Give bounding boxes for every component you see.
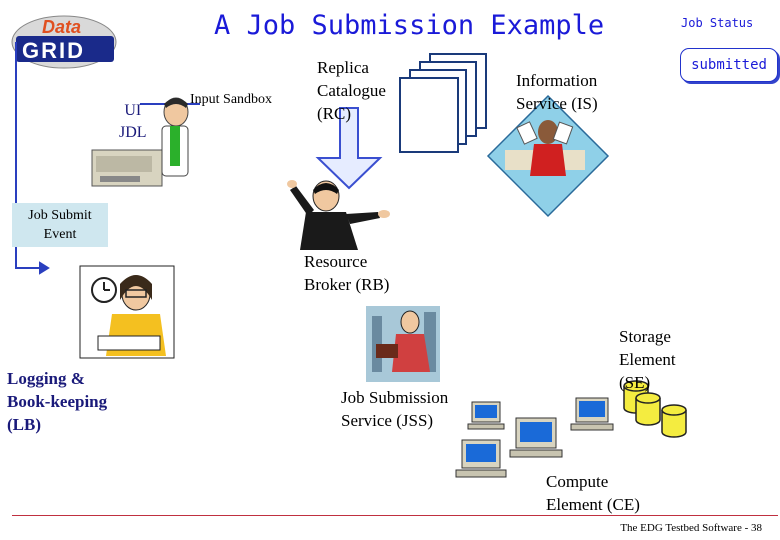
compute-element-computers-icon (455, 397, 614, 478)
storage-element-label: Storage Element (SE) (619, 325, 676, 394)
footer-text: The EDG Testbed Software - 38 (620, 522, 762, 534)
ui-label-line1: UI (124, 102, 142, 119)
is-label-line1: Information (516, 71, 598, 90)
rb-label-line2: Broker (RB) (304, 275, 390, 294)
se-label-line1: Storage (619, 327, 671, 346)
jss-label-line1: Job Submission (341, 388, 449, 407)
ce-label-line2: Element (CE) (546, 495, 640, 514)
resource-broker-icon (287, 180, 390, 250)
ui-to-logging-connector (15, 42, 40, 269)
input-sandbox-label: Input Sandbox (190, 92, 273, 107)
ce-label-line1: Compute (546, 472, 609, 491)
job-status-value: submitted (691, 57, 767, 73)
rc-label-line1: Replica (317, 58, 369, 77)
jss-label-line2: Service (JSS) (341, 411, 434, 430)
event-label-line1: Job Submit (28, 208, 92, 223)
logging-bookkeeping-icon (79, 265, 175, 359)
replica-catalogue-documents-icon (399, 53, 487, 153)
se-label-line3: (SE) (619, 373, 651, 392)
logging-arrowhead (39, 261, 50, 275)
job-status-badge: submitted (680, 48, 778, 82)
logo-bottom-text: GRID (22, 38, 85, 63)
rc-to-rb-arrow (315, 107, 383, 190)
rc-label-line3: (RC) (317, 104, 351, 123)
resource-broker-label: Resource Broker (RB) (304, 250, 389, 296)
ui-user-computer-icon (91, 97, 189, 187)
ui-node-label: UI JDL (119, 100, 147, 144)
datagrid-logo-icon: Data GRID (11, 15, 117, 69)
logo-top-text: Data (42, 17, 81, 37)
event-label-line2: Event (43, 227, 77, 242)
is-label-line2: Service (IS) (516, 94, 598, 113)
information-service-label: Information Service (IS) (516, 69, 598, 115)
information-service-icon (486, 94, 610, 218)
ui-label-line2: JDL (119, 124, 147, 141)
page-title: A Job Submission Example (214, 10, 605, 41)
job-status-label: Job Status (681, 16, 754, 30)
footer-rule (12, 515, 778, 516)
job-submit-event-box: Job Submit Event (12, 203, 108, 247)
compute-element-label: Compute Element (CE) (546, 470, 640, 516)
lb-label-line1: Logging & (7, 369, 85, 388)
rb-label-line1: Resource (304, 252, 368, 271)
lb-label-line3: (LB) (7, 415, 41, 434)
se-label-line2: Element (619, 350, 676, 369)
job-submission-service-icon (366, 306, 440, 382)
job-submission-service-label: Job Submission Service (JSS) (341, 386, 448, 432)
logging-bookkeeping-label: Logging & Book-keeping (LB) (7, 367, 107, 436)
rc-label-line2: Catalogue (317, 81, 386, 100)
storage-element-icon (623, 380, 687, 438)
replica-catalogue-label: Replica Catalogue (RC) (317, 56, 386, 125)
lb-label-line2: Book-keeping (7, 392, 108, 411)
